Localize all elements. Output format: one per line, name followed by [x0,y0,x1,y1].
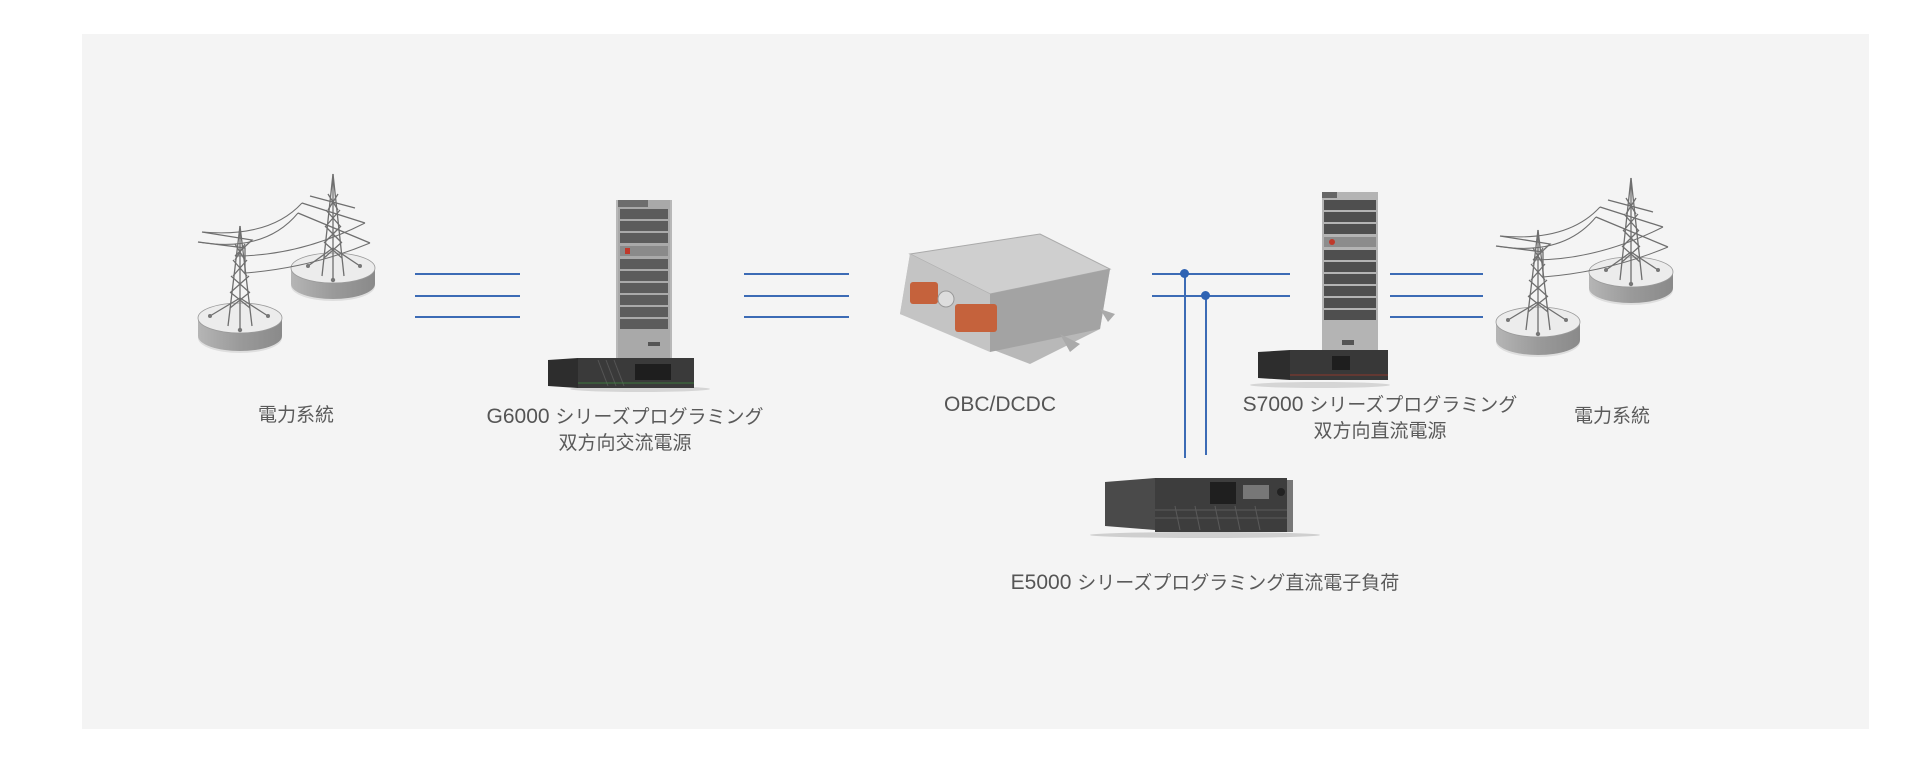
obc-label: OBC/DCDC [943,393,1056,416]
wire [1152,295,1290,297]
wire [1152,273,1290,275]
wire [1205,296,1207,455]
wire [415,273,520,275]
wire [415,316,520,318]
junction-node [1201,291,1210,300]
power-transmission-tower-icon [1488,172,1688,382]
g6000-label: G6000 シリーズプログラミング 双方向交流電源 [486,405,764,454]
diagram-canvas [82,34,1869,729]
wire [1390,273,1483,275]
wire [1390,316,1483,318]
power-transmission-tower-icon [190,168,390,378]
wire [415,295,520,297]
wire [744,316,849,318]
junction-node [1180,269,1189,278]
wire [744,273,849,275]
obc-dcdc-converter-icon [880,233,1120,369]
dc-power-supply-rack-icon [1250,190,1400,390]
e5000-label: E5000 シリーズプログラミング直流電子負荷 [1010,571,1400,594]
wire [1390,295,1483,297]
s7000-label: S7000 シリーズプログラミング 双方向直流電源 [1242,393,1518,442]
ac-power-supply-rack-icon [540,198,740,398]
wire [1184,274,1186,458]
dc-electronic-load-icon [1085,468,1325,540]
wire [744,295,849,297]
grid-right-label: 電力系統 [1573,405,1650,427]
grid-left-label: 電力系統 [257,404,334,426]
